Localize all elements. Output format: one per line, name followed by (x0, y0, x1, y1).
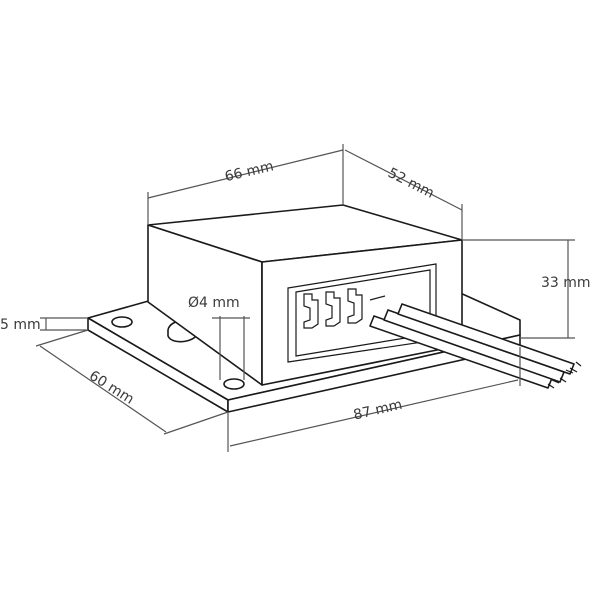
dim-ext-base-depth-bottom (163, 411, 229, 435)
mount-hole-front (223, 378, 245, 390)
dim-line-base-depth (39, 345, 167, 433)
label-base-length: 87 mm (352, 397, 404, 424)
label-base-depth: 60 mm (86, 368, 136, 408)
label-base-thickness: 5 mm (0, 317, 41, 333)
dimension-lines (35, 144, 575, 452)
label-width-top: 66 mm (223, 158, 275, 185)
terminal-clamp-3 (347, 288, 363, 324)
terminal-clamp-1 (303, 293, 319, 329)
wires (369, 303, 582, 389)
wire-3 (397, 303, 575, 375)
mount-hole-left (111, 316, 133, 328)
label-hole-diameter: Ø4 mm (188, 295, 240, 311)
dim-ext-base-depth-top (35, 329, 89, 347)
label-height-right: 33 mm (541, 275, 591, 291)
terminal-screw-line (369, 295, 386, 301)
terminal-block (303, 288, 386, 329)
terminal-clamp-2 (325, 291, 341, 327)
wire-strands (547, 361, 582, 389)
label-depth-top: 52 mm (385, 165, 436, 202)
dim-line-length (229, 379, 519, 447)
dim-line-depth (344, 149, 463, 211)
dim-line-width (147, 149, 344, 199)
